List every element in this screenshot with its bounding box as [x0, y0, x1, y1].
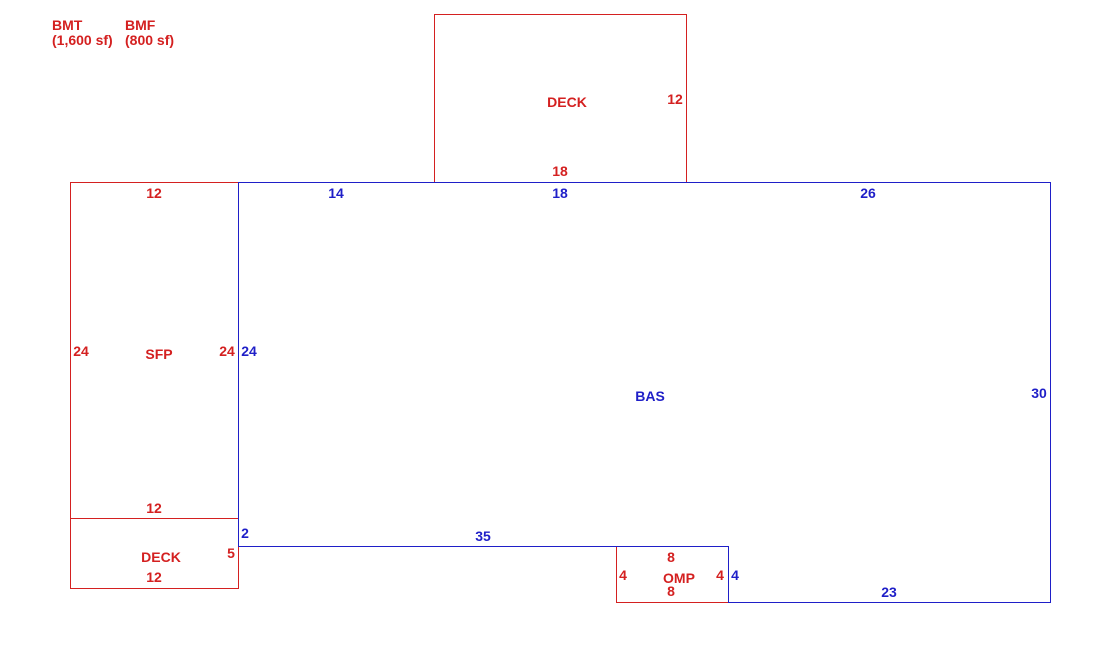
bas-dim-top-b: 18	[552, 185, 568, 201]
deck-top-dim-right: 12	[667, 91, 683, 107]
bas-outline	[238, 182, 1051, 603]
legend-area-bmf: (800 sf)	[125, 32, 174, 48]
sfp-dim-right: 24	[219, 343, 235, 359]
bas-dim-right: 30	[1031, 385, 1047, 401]
bas-dim-step: 2	[241, 525, 249, 541]
deck-bottom-dim-right: 5	[227, 545, 235, 561]
omp-dim-top: 8	[667, 549, 675, 565]
deck-top-name: DECK	[547, 94, 587, 110]
deck-bottom-dim-bottom: 12	[146, 569, 162, 585]
legend-code-bmt: BMT	[52, 17, 83, 33]
omp-dim-bottom: 8	[667, 583, 675, 599]
bas-dim-top-a: 14	[328, 185, 344, 201]
blue-labels: BAS 14 18 26 24 30 2 35 4 23	[241, 185, 1047, 600]
sfp-dim-bottom: 12	[146, 500, 162, 516]
bas-dim-left: 24	[241, 343, 257, 359]
bas-dim-omp-side: 4	[731, 567, 739, 583]
deck-top-dim-bottom: 18	[552, 163, 568, 179]
legend-code-bmf: BMF	[125, 17, 156, 33]
omp-name: OMP	[663, 570, 695, 586]
bas-name: BAS	[635, 388, 665, 404]
omp-dim-right: 4	[716, 567, 724, 583]
red-outlines	[70, 14, 729, 603]
red-labels: BMT (1,600 sf) BMF (800 sf) DECK 12 18 S…	[52, 17, 724, 599]
legend-area-bmt: (1,600 sf)	[52, 32, 113, 48]
bas-dim-top-c: 26	[860, 185, 876, 201]
sfp-dim-top: 12	[146, 185, 162, 201]
deck-bottom-name: DECK	[141, 549, 181, 565]
deck-bottom-outline	[70, 518, 239, 589]
omp-dim-left: 4	[619, 567, 627, 583]
sfp-name: SFP	[145, 346, 172, 362]
sfp-dim-left: 24	[73, 343, 89, 359]
bas-dim-bottom-a: 35	[475, 528, 491, 544]
bas-dim-bottom-b: 23	[881, 584, 897, 600]
